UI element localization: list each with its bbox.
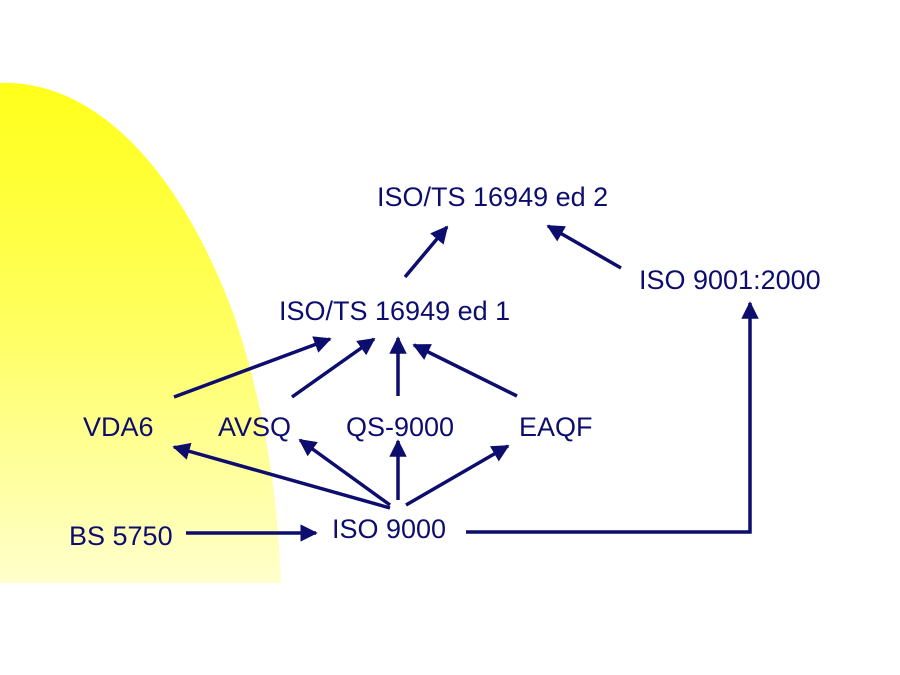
node-qs-9000: QS-9000 [346,412,455,442]
edge-avsq-to-ts1 [290,337,376,399]
node-iso-9000: ISO 9000 [332,514,447,544]
edge-iso-to-9001 [466,301,759,534]
node-vda6: VDA6 [83,412,154,442]
edge-iso-to-vda6 [172,442,391,510]
edge-eaqf-to-ts1 [412,343,518,398]
edge-ts1-to-ts2 [403,225,449,279]
node-iso-9001-2000: ISO 9001:2000 [639,265,821,295]
edge-iso-to-avsq [298,438,392,507]
node-eaqf: EAQF [519,412,593,442]
node-bs-5750: BS 5750 [69,521,173,551]
edge-9001-to-ts2 [546,224,622,270]
edge-iso-to-eaqf [405,444,510,507]
node-avsq: AVSQ [218,412,292,442]
edge-vda6-to-ts1 [173,336,332,399]
node-iso-ts-16949-ed1: ISO/TS 16949 ed 1 [279,296,511,326]
node-iso-ts-16949-ed2: ISO/TS 16949 ed 2 [377,182,609,212]
